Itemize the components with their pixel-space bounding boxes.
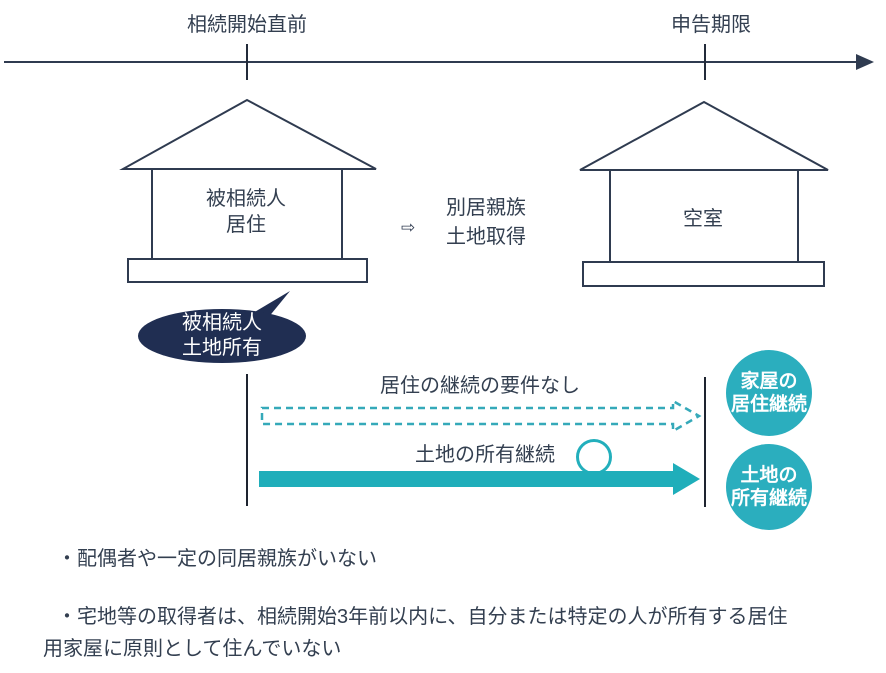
- dashed-arrow: [260, 398, 702, 434]
- ownership-requirement-label: 土地の所有継続: [415, 444, 555, 466]
- left-house-roof: [119, 98, 377, 170]
- speech-bubble-label: 被相続人 土地所有: [182, 312, 262, 359]
- residence-requirement-label: 居住の継続の要件なし: [380, 375, 580, 397]
- right-house-walls: [609, 169, 799, 266]
- note-no-spouse-or-cohabiting-relative: ・配偶者や一定の同居親族がいない: [57, 548, 377, 570]
- timeline-label-filing-deadline: 申告期限: [671, 14, 751, 36]
- timeline-axis: [4, 61, 858, 63]
- timeline-label-inheritance-start: 相続開始直前: [187, 14, 307, 36]
- transfer-arrow-icon: ⇨: [401, 218, 416, 237]
- solid-arrow-head-icon: [673, 463, 700, 495]
- timeline-tick-inheritance-start: [246, 44, 248, 80]
- note-acquirer-3year-rule: ・宅地等の取得者は、相続開始3年前以内に、自分または特定の人が所有する居住 用家…: [43, 606, 788, 660]
- solid-arrow-shaft: [259, 471, 673, 487]
- badge-land-ownership-continuity: 土地の 所有継続: [726, 444, 812, 530]
- timeline-arrowhead-icon: [856, 54, 874, 70]
- period-end-line: [704, 377, 706, 507]
- right-house-foundation: [582, 261, 825, 287]
- requirement-ok-circle-icon: [576, 439, 612, 475]
- period-start-line: [246, 374, 248, 506]
- badge-house-residence-continuity: 家屋の 居住継続: [726, 350, 812, 436]
- left-house-label: 被相続人 居住: [206, 188, 286, 236]
- right-house-label: 空室: [683, 208, 723, 230]
- left-house-foundation: [127, 258, 368, 283]
- right-house-roof: [579, 100, 829, 171]
- transfer-label: 別居親族 土地取得: [446, 197, 526, 248]
- speech-bubble-body: [138, 309, 306, 363]
- timeline-tick-filing-deadline: [704, 44, 706, 80]
